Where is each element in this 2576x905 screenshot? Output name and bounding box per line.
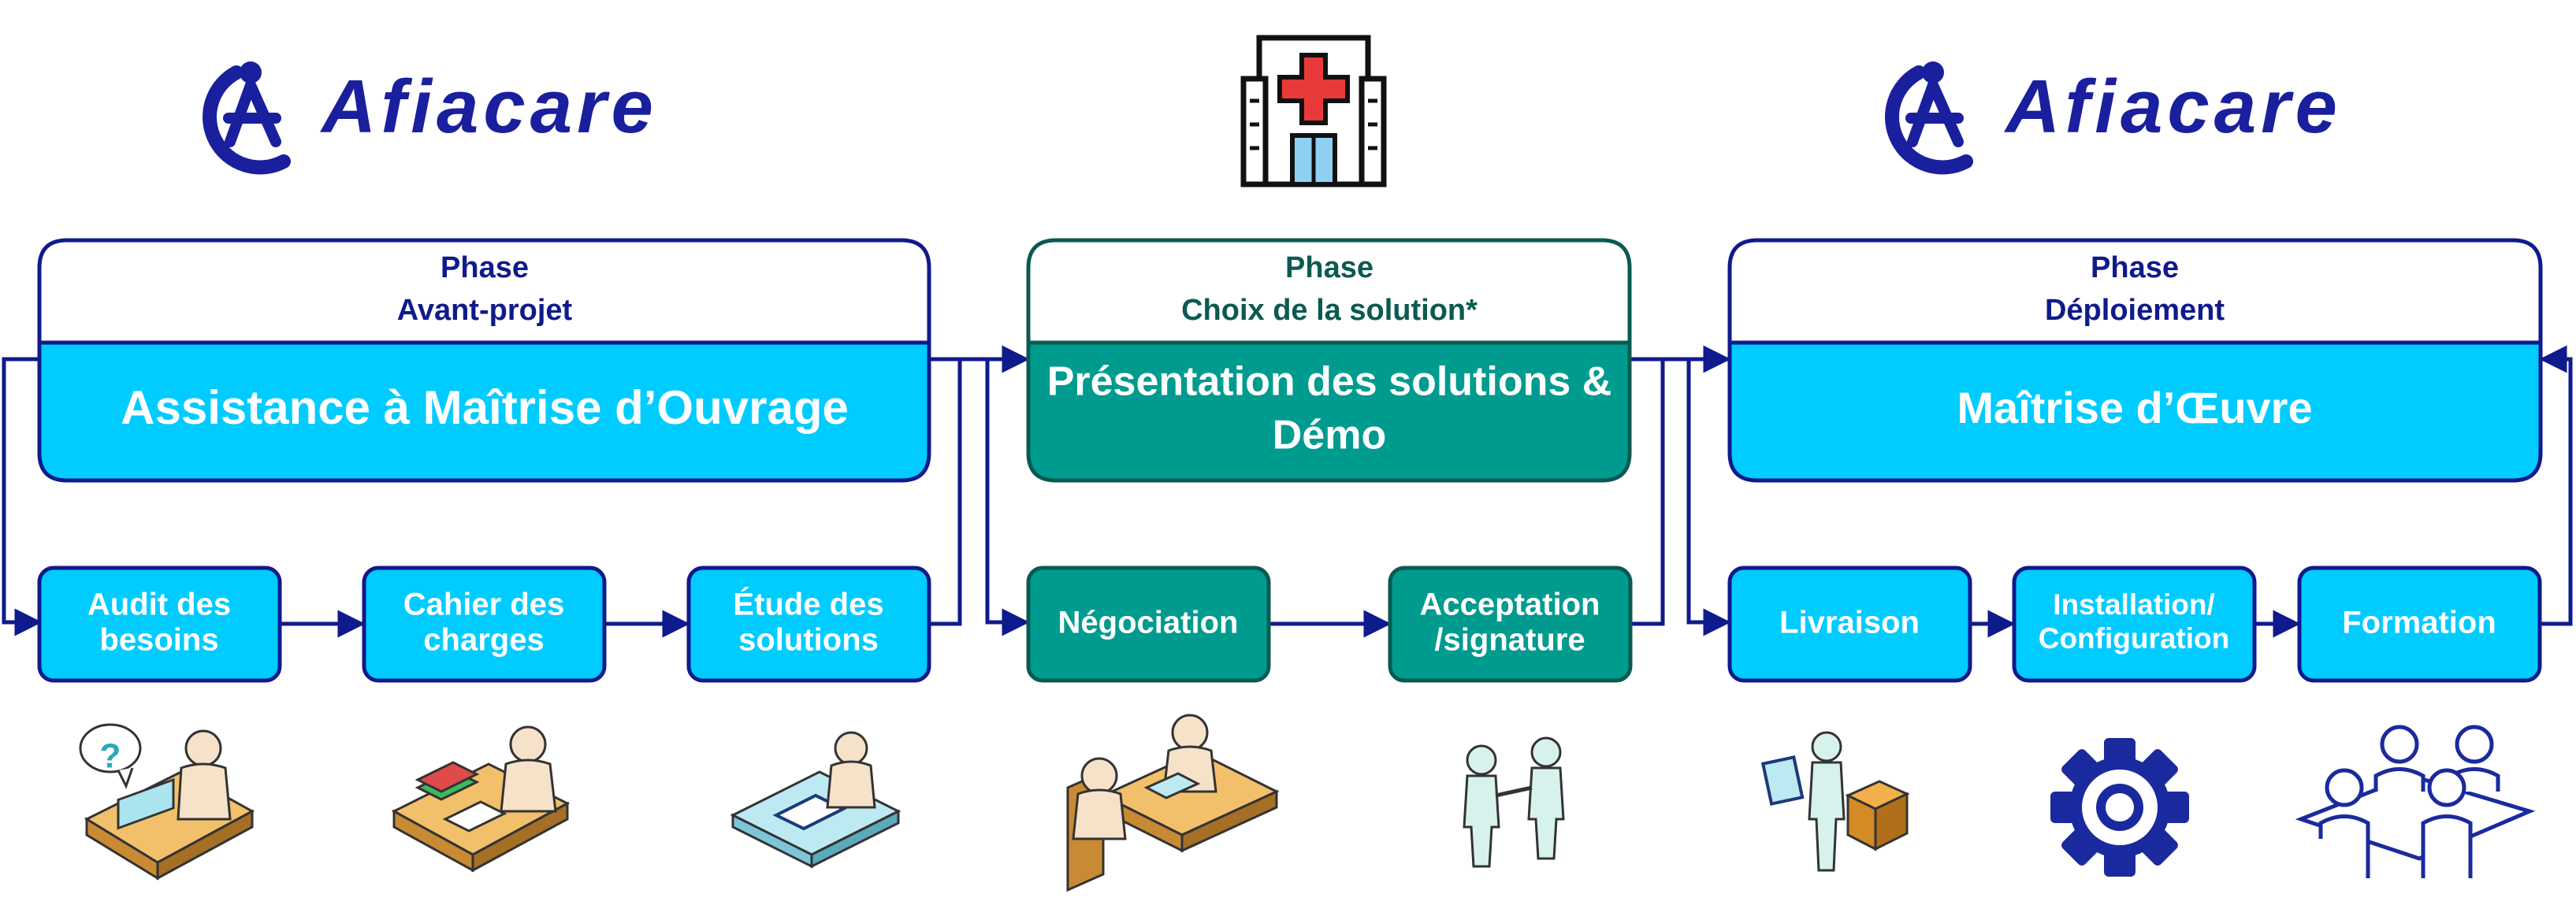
step-label-line2: charges: [423, 623, 544, 658]
phase-label: Phase: [440, 251, 529, 284]
step-label-line2: /signature: [1434, 623, 1585, 658]
step-formation: Formation: [2297, 566, 2542, 683]
specifications-writer-icon: [391, 725, 571, 873]
step-etude-solutions: Étude des solutions: [686, 566, 931, 683]
step-cahier-charges: Cahier des charges: [362, 566, 607, 683]
step-label-line1: Étude des: [733, 587, 883, 622]
afiacare-logo-right: Afiacare: [1885, 61, 2342, 175]
step-label-line1: Négociation: [1058, 606, 1239, 640]
phase-deploiement: Phase Déploiement Maîtrise d’Œuvre: [1727, 238, 2543, 483]
step-label-line1: Audit des: [87, 588, 231, 622]
afiacare-logo-icon: [1885, 61, 1973, 175]
step-acceptation-signature: Acceptation /signature: [1388, 566, 1633, 683]
step-label-line1: Cahier des: [403, 588, 565, 622]
svg-text:?: ?: [100, 737, 121, 776]
phase-name: Déploiement: [2045, 294, 2225, 327]
phase-title: Assistance à Maîtrise d’Ouvrage: [121, 381, 849, 434]
phase-title-line1: Présentation des solutions &: [1047, 359, 1612, 405]
step-label-line2: Configuration: [2039, 622, 2230, 655]
delivery-icon: [1760, 731, 1910, 872]
step-installation-configuration: Installation/ Configuration: [2012, 566, 2257, 683]
step-label-line1: Livraison: [1779, 606, 1920, 640]
team-meeting-icon: [2295, 725, 2536, 878]
step-label-line2: besoins: [99, 623, 218, 658]
phase-name: Choix de la solution*: [1181, 294, 1478, 327]
consultant-question-icon: ?: [79, 723, 255, 881]
phase-choix-solution: Phase Choix de la solution* Présentation…: [1026, 238, 1632, 483]
step-livraison: Livraison: [1727, 566, 1972, 683]
hospital-icon: [1240, 35, 1387, 187]
negotiation-icon: [1066, 714, 1280, 892]
phase-label: Phase: [1285, 251, 1373, 284]
phase-title: Maîtrise d’Œuvre: [1957, 383, 2312, 432]
phase-label: Phase: [2091, 251, 2179, 284]
phase-name: Avant-projet: [397, 294, 573, 327]
step-label-line1: Acceptation: [1420, 588, 1600, 622]
step-label-line1: Installation/: [2053, 588, 2215, 621]
logo-text: Afiacare: [2004, 65, 2342, 149]
connectors: [2, 345, 2573, 638]
logo-text: Afiacare: [320, 65, 658, 149]
afiacare-logo-left: Afiacare: [203, 61, 658, 175]
step-audit-besoins: Audit des besoins: [37, 566, 282, 683]
step-label-line1: Formation: [2342, 606, 2496, 640]
phase-title-line2: Démo: [1273, 413, 1386, 458]
gear-icon: [2050, 738, 2189, 877]
study-desk-icon: [730, 731, 901, 869]
step-label-line2: solutions: [738, 623, 879, 658]
afiacare-logo-icon: [203, 61, 291, 175]
handshake-icon: [1463, 736, 1565, 868]
step-negociation: Négociation: [1026, 566, 1271, 683]
phase-avant-projet: Phase Avant-projet Assistance à Maîtrise…: [37, 238, 931, 483]
